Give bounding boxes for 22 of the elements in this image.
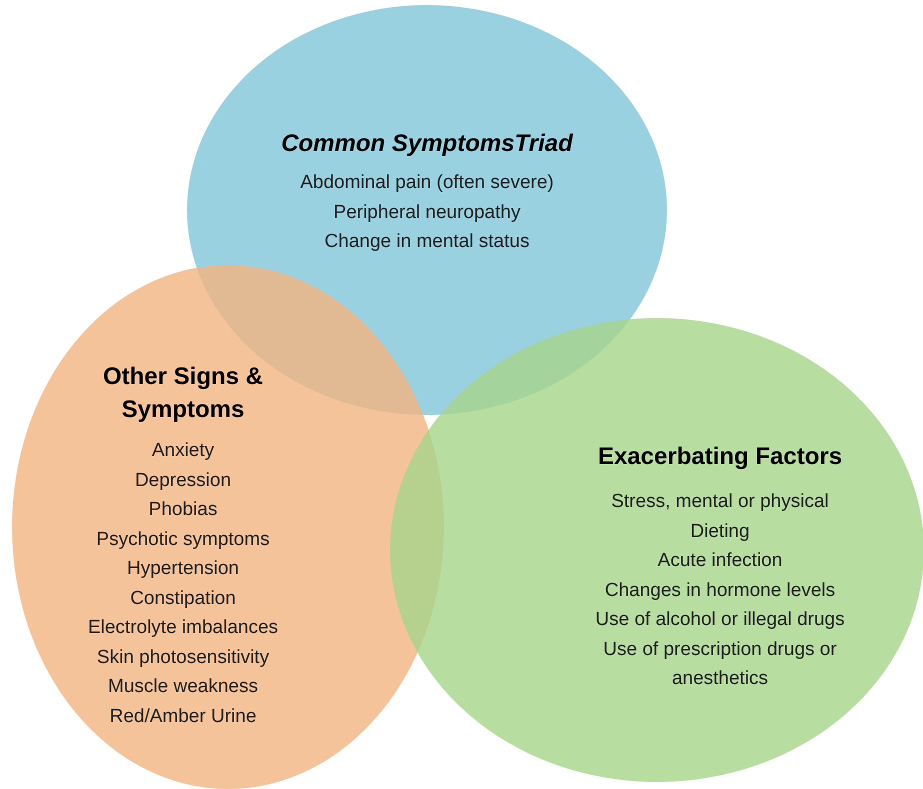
circle-heading: Exacerbating Factors: [596, 442, 844, 472]
list-item: Dieting: [689, 520, 751, 544]
list-item: Use of alcohol or illegal drugs: [594, 608, 846, 632]
list-item: Abdominal pain (often severe): [299, 171, 555, 195]
list-item: Use of prescription drugs or anesthetics: [602, 638, 838, 691]
list-item: Constipation: [129, 586, 237, 610]
list-item: Changes in hormone levels: [604, 578, 836, 602]
list-item: Psychotic symptoms: [95, 528, 271, 552]
list-item: Anxiety: [150, 439, 216, 463]
list-item: Hypertension: [126, 557, 240, 581]
list-item: Red/Amber Urine: [108, 704, 258, 728]
list-item: Stress, mental or physical: [610, 490, 830, 514]
circle-heading: Other Signs & Symptoms: [102, 362, 264, 425]
list-item: Phobias: [148, 498, 218, 522]
list-item: Depression: [134, 468, 232, 492]
circle-heading: Common SymptomsTriad: [280, 129, 574, 159]
list-item: Acute infection: [656, 549, 784, 573]
list-item: Change in mental status: [324, 230, 530, 254]
list-item: Peripheral neuropathy: [332, 200, 522, 224]
list-item: Electrolyte imbalances: [86, 616, 280, 640]
list-item: Muscle weakness: [107, 675, 259, 699]
list-item: Skin photosensitivity: [96, 646, 270, 670]
